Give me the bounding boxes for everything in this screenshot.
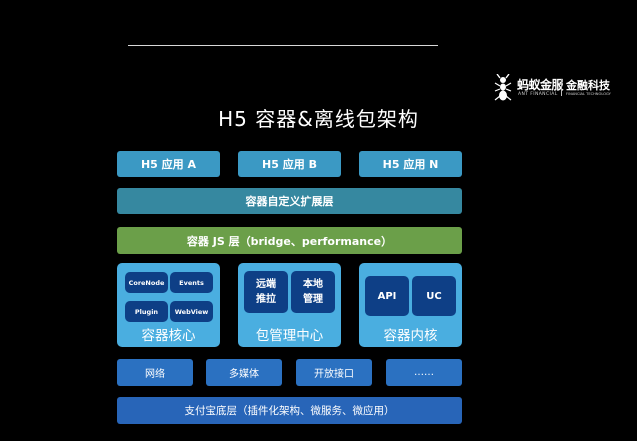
package-center-panel: 远端 推拉 本地 管理 包管理中心 <box>238 263 341 347</box>
package-center-label: 包管理中心 <box>255 328 324 344</box>
chip-plugin: Plugin <box>125 301 168 322</box>
chip-webview: WebView <box>170 301 213 322</box>
logo-separator <box>561 79 562 96</box>
container-core-label: 容器核心 <box>141 328 196 344</box>
base-more: …… <box>386 359 462 386</box>
ant-icon <box>494 74 512 101</box>
logo-sub-cn: 金融科技 <box>566 79 610 92</box>
chip-corenode: CoreNode <box>125 272 168 293</box>
logo-brand-cn: 蚂蚁金服 <box>517 78 564 92</box>
container-kernel-label: 容器内核 <box>383 328 438 344</box>
chip-events: Events <box>170 272 213 293</box>
logo-brand-en: ANT FINANCIAL <box>518 92 558 97</box>
chip-remote-sync: 远端 推拉 <box>244 271 288 313</box>
container-kernel-panel: API UC 容器内核 <box>359 263 462 347</box>
chip-local-manage: 本地 管理 <box>291 271 335 313</box>
app-box-n: H5 应用 N <box>359 151 462 177</box>
base-network: 网络 <box>117 359 193 386</box>
top-divider-line <box>128 45 438 46</box>
js-layer: 容器 JS 层（bridge、performance） <box>117 227 462 254</box>
app-box-a: H5 应用 A <box>117 151 220 177</box>
app-box-b: H5 应用 B <box>238 151 341 177</box>
custom-extension-layer: 容器自定义扩展层 <box>117 188 462 214</box>
container-core-panel: CoreNode Events Plugin WebView 容器核心 <box>117 263 220 347</box>
diagram-title: H5 容器&离线包架构 <box>218 107 419 131</box>
chip-api: API <box>365 276 409 316</box>
chip-uc: UC <box>412 276 456 316</box>
ant-financial-logo: 蚂蚁金服 ANT FINANCIAL 金融科技 FINANCIAL TECHNO… <box>492 74 611 102</box>
logo-sub-en: FINANCIAL TECHNOLOGY <box>566 92 611 96</box>
alipay-foundation-layer: 支付宝底层（插件化架构、微服务、微应用） <box>117 397 462 424</box>
base-multimedia: 多媒体 <box>206 359 282 386</box>
base-open-api: 开放接口 <box>296 359 372 386</box>
